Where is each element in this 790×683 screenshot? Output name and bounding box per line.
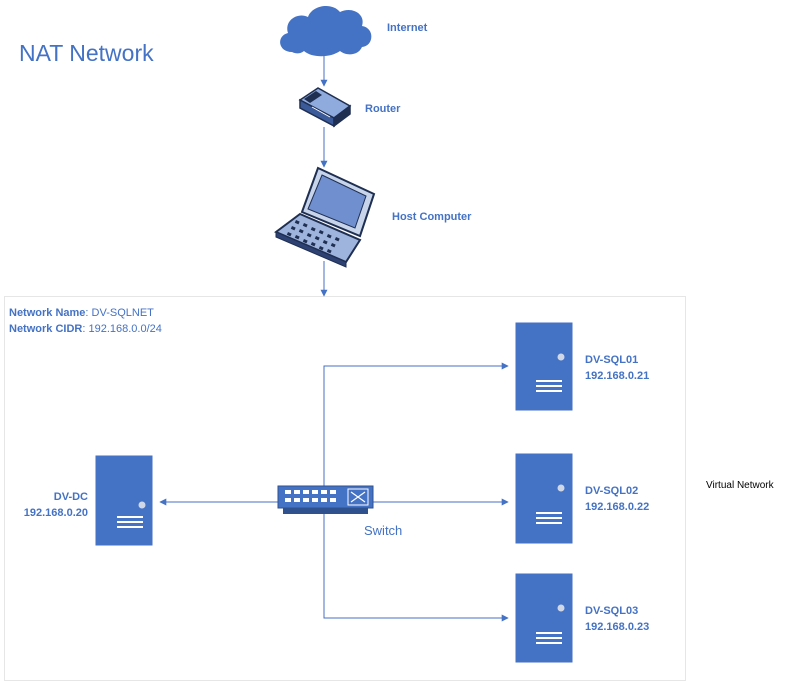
server-ip: 192.168.0.21 (585, 370, 650, 382)
server-ip: 192.168.0.22 (585, 501, 650, 513)
server-icon (514, 321, 574, 412)
server-name: DV-DC (53, 491, 88, 503)
cloud-icon (280, 5, 372, 57)
network-cidr: Network CIDR: 192.168.0.0/24 (9, 323, 162, 335)
virtual-network-boundary (4, 296, 686, 681)
server-icon (514, 452, 574, 545)
switch-label: Switch (364, 523, 403, 538)
switch-icon (277, 485, 374, 514)
network-name-label: Network Name (9, 307, 86, 319)
link-switch-sql01 (323, 362, 509, 486)
diagram-title: NAT Network (19, 40, 154, 66)
host-computer-label: Host Computer (392, 211, 472, 223)
server-icon (94, 454, 154, 547)
server-dc: DV-DC 192.168.0.20 (4, 489, 88, 521)
network-cidr-value: 192.168.0.0/24 (88, 323, 162, 335)
link-switch-sql03 (323, 514, 509, 622)
server-ip: 192.168.0.23 (585, 621, 650, 633)
internet-label: Internet (387, 22, 428, 34)
server-name: DV-SQL01 (585, 354, 639, 366)
server-sql03: DV-SQL03 192.168.0.23 (585, 603, 649, 635)
router-icon (298, 87, 352, 128)
network-name: Network Name: DV-SQLNET (9, 307, 154, 319)
server-icon (514, 572, 574, 664)
laptop-icon (274, 166, 376, 268)
connectors (159, 56, 509, 622)
server-ip: 192.168.0.20 (23, 507, 88, 519)
server-sql02: DV-SQL02 192.168.0.22 (585, 483, 649, 515)
virtual-network-label: Virtual Network (706, 480, 774, 491)
server-name: DV-SQL03 (585, 605, 639, 617)
network-name-value: DV-SQLNET (91, 307, 154, 319)
router-label: Router (365, 103, 401, 115)
network-cidr-label: Network CIDR (9, 323, 83, 335)
server-name: DV-SQL02 (585, 485, 639, 497)
server-sql01: DV-SQL01 192.168.0.21 (585, 352, 649, 384)
